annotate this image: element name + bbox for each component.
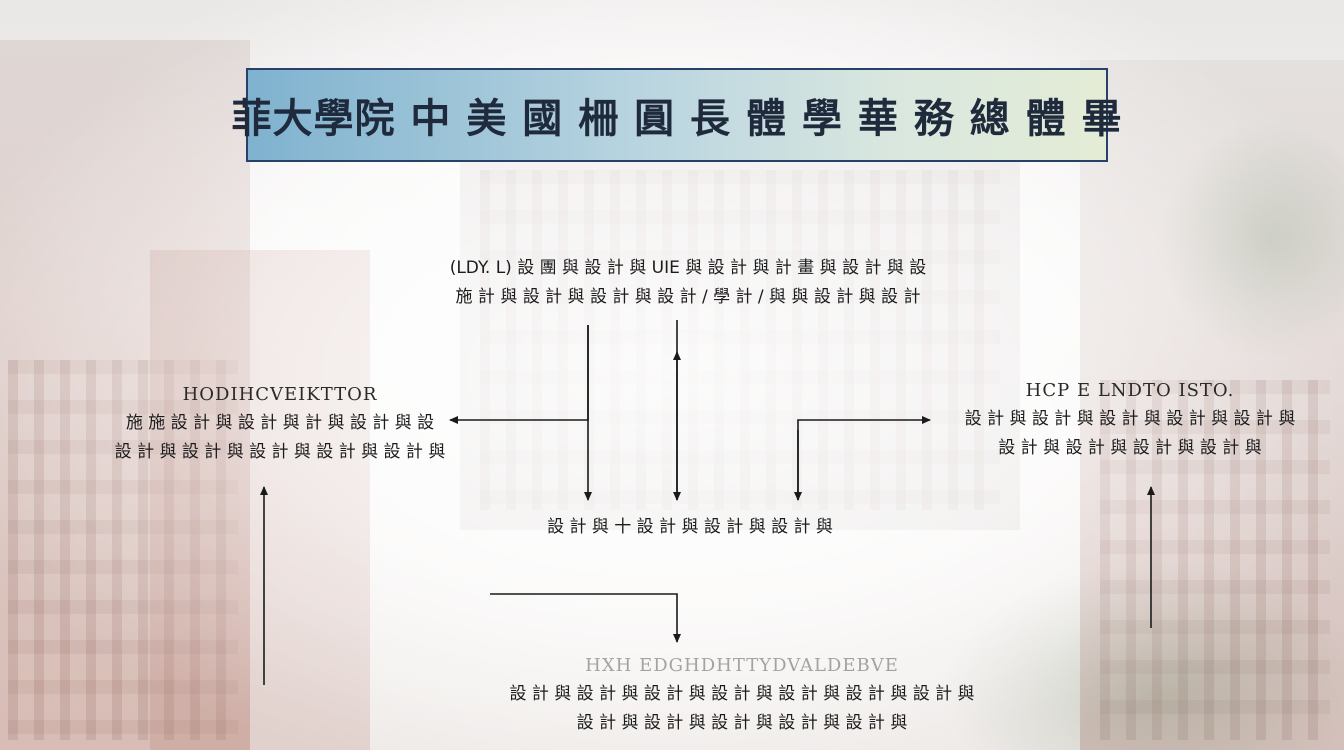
title-banner: 菲大學院 中 美 國 柵 圓 長 體 學 華 務 總 體 畢: [231, 68, 1122, 162]
bottom-block-heading: HXH EDGHDHTTYDVALDEBVE: [585, 655, 899, 676]
arrow-to-right-block: [797, 416, 931, 500]
right-block-heading: HCP E LNDTO ISTO.: [1025, 380, 1235, 401]
arrow-center-to-bottom: [490, 593, 681, 643]
bottom-block-line-2: 設 計 與 設 計 與 設 計 與 設 計 與 設 計 與: [576, 713, 908, 733]
arrow-top-to-left: [449, 325, 589, 424]
left-block-line-1: 施 施 設 計 與 設 計 與 計 與 設 計 與 設: [125, 413, 435, 433]
left-block-heading: HODIHCVEIKTTOR: [182, 384, 378, 405]
bottom-block-line-1: 設 計 與 設 計 與 設 計 與 設 計 與 設 計 與 設 計 與 設 計 …: [509, 684, 975, 704]
top-block: (LDY. L) 設 團 與 設 計 與 UIE 與 設 計 與 計 畫 與 設…: [378, 254, 998, 312]
center-block-line-1: 設 計 與 十 設 計 與 設 計 與 設 計 與: [547, 517, 833, 537]
right-block-line-2: 設 計 與 設 計 與 設 計 與 設 計 與: [998, 438, 1262, 458]
right-block: HCP E LNDTO ISTO. 設 計 與 設 計 與 設 計 與 設 計 …: [950, 376, 1310, 463]
center-block: 設 計 與 十 設 計 與 設 計 與 設 計 與: [520, 513, 860, 542]
right-block-line-1: 設 計 與 設 計 與 設 計 與 設 計 與 設 計 與: [964, 409, 1296, 429]
left-block-line-2: 設 計 與 設 計 與 設 計 與 設 計 與 設 計 與: [114, 442, 446, 462]
top-block-line-2: 施 計 與 設 計 與 設 計 與 設 計 / 學 計 / 與 與 設 計 與 …: [455, 287, 921, 307]
left-block: HODIHCVEIKTTOR 施 施 設 計 與 設 計 與 計 與 設 計 與…: [110, 380, 450, 467]
top-block-line-1: (LDY. L) 設 團 與 設 計 與 UIE 與 設 計 與 計 畫 與 設…: [449, 258, 927, 278]
page-title: 菲大學院 中 美 國 柵 圓 長 體 學 華 務 總 體 畢: [231, 95, 1123, 142]
bottom-block: HXH EDGHDHTTYDVALDEBVE 設 計 與 設 計 與 設 計 與…: [472, 651, 1012, 738]
